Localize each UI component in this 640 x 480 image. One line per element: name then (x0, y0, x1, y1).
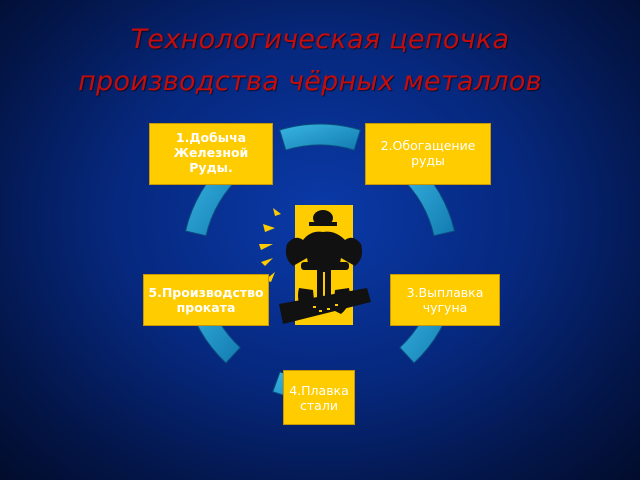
step-2-line-1: 2.Обогащение (380, 138, 476, 153)
step-1-box: 1.Добыча Железной Руды. (149, 123, 273, 185)
step-5-line-1: 5.Производство (148, 285, 264, 300)
title-line-1: Технологическая цепочка (130, 24, 510, 55)
step-3-line-1: 3.Выплавка (406, 285, 484, 300)
step-1-line-2: Железной (173, 145, 249, 160)
worker-jackhammer-icon (255, 200, 385, 339)
connector-arc-1 (279, 123, 361, 151)
step-5-box: 5.Производство проката (143, 274, 269, 326)
step-2-box: 2.Обогащение руды (365, 123, 491, 185)
step-3-box: 3.Выплавка чугуна (390, 274, 500, 326)
step-4-line-2: стали (300, 397, 338, 413)
step-2-line-2: руды (411, 153, 445, 168)
step-3-line-2: чугуна (422, 300, 468, 315)
step-1-line-1: 1.Добыча (175, 130, 247, 145)
title-line-2: производства чёрных металлов (78, 66, 542, 97)
step-1-line-3: Руды. (189, 160, 233, 175)
step-5-line-2: проката (176, 300, 236, 315)
step-4-line-1: 4.Плавка (289, 382, 349, 398)
step-4-box: 4.Плавка стали (283, 370, 355, 425)
